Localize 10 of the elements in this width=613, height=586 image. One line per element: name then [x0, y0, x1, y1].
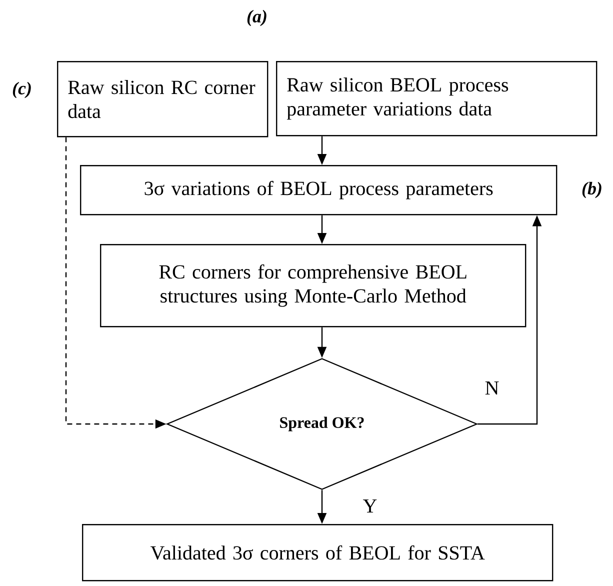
process-box: Raw silicon RC corner data [57, 61, 268, 138]
process-box: RC corners for comprehensive BEOL structures using Monte-Carlo Method [100, 244, 526, 328]
panel-label: (b) [582, 182, 602, 198]
edge-label: Y [362, 498, 378, 514]
process-box: Validated 3σ corners of BEOL for SSTA [82, 524, 554, 582]
edge-label: N [484, 380, 500, 396]
process-box: Raw silicon BEOL process parameter variations data [276, 61, 598, 136]
process-box: 3σ variations of BEOL process parameters [80, 165, 558, 216]
panel-label: (a) [247, 10, 266, 26]
panel-label: (c) [12, 82, 31, 98]
